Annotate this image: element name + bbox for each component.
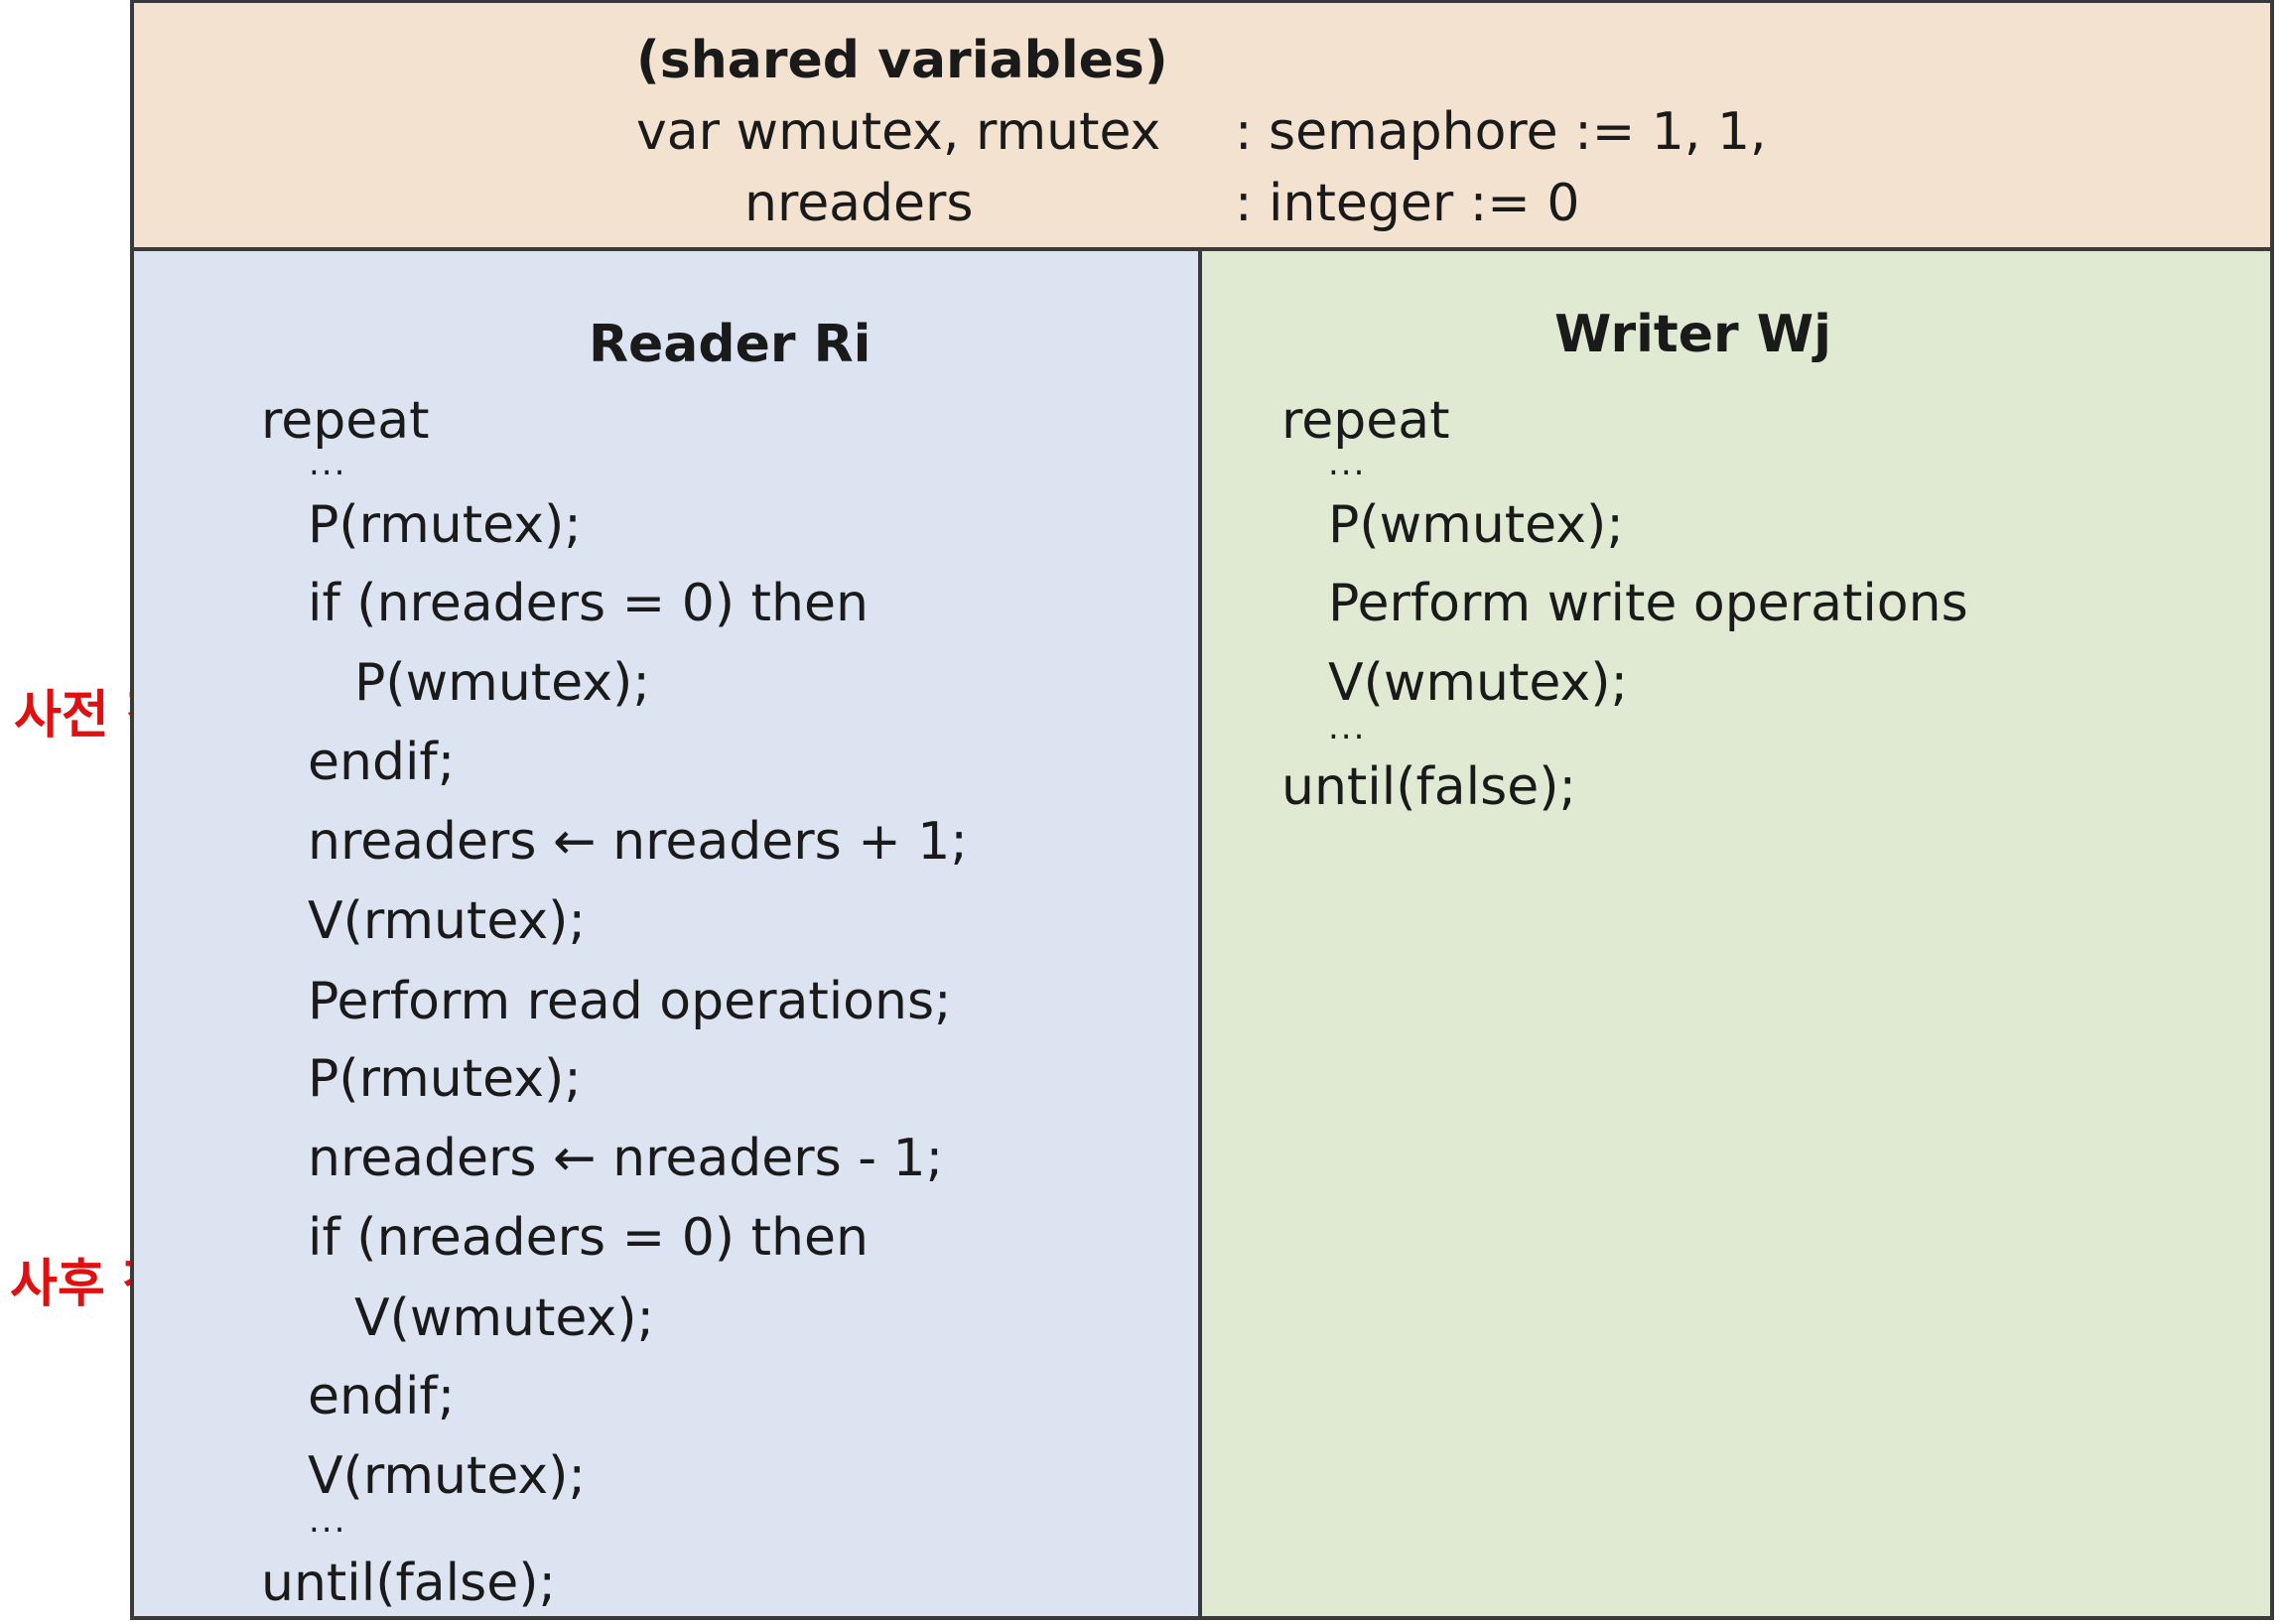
reader-line-if: if (nreaders = 0) then xyxy=(308,574,869,633)
writer-line-until: until(false); xyxy=(1281,757,1576,817)
reader-line-decrement: nreaders ← nreaders - 1; xyxy=(308,1129,944,1188)
shared-var-semaphores-type: : semaphore := 1, 1, xyxy=(1235,102,1767,162)
shared-variables-panel: (shared variables) var wmutex, rmutex : … xyxy=(134,3,2270,251)
writer-line-p-wmutex: P(wmutex); xyxy=(1328,495,1624,555)
writer-line-write: Perform write operations xyxy=(1328,574,1968,633)
reader-line-increment: nreaders ← nreaders + 1; xyxy=(308,812,968,872)
reader-line-p-rmutex-2: P(rmutex); xyxy=(308,1049,582,1109)
writer-line-v-wmutex: V(wmutex); xyxy=(1328,653,1629,713)
reader-ellipsis-top: ... xyxy=(309,444,347,483)
diagram-frame: (shared variables) var wmutex, rmutex : … xyxy=(130,0,2274,1620)
shared-variables-heading: (shared variables) xyxy=(636,31,1168,90)
reader-line-read: Perform read operations; xyxy=(308,972,952,1031)
reader-ellipsis-bottom: ... xyxy=(309,1501,347,1541)
reader-line-repeat: repeat xyxy=(261,391,430,451)
reader-line-v-rmutex-2: V(rmutex); xyxy=(308,1446,586,1506)
reader-panel: Reader Ri repeat ... P(rmutex); if (nrea… xyxy=(134,251,1202,1616)
reader-line-if-2: if (nreaders = 0) then xyxy=(308,1208,869,1268)
reader-line-v-rmutex: V(rmutex); xyxy=(308,891,586,951)
writer-ellipsis-bottom: ... xyxy=(1328,708,1367,747)
writer-title: Writer Wj xyxy=(1554,305,1831,364)
writer-panel: Writer Wj repeat ... P(wmutex); Perform … xyxy=(1202,251,2270,1616)
reader-line-endif: endif; xyxy=(308,733,456,792)
reader-line-endif-2: endif; xyxy=(308,1367,456,1426)
writer-line-repeat: repeat xyxy=(1281,391,1450,451)
reader-title: Reader Ri xyxy=(589,315,872,374)
reader-line-v-wmutex: V(wmutex); xyxy=(354,1288,655,1348)
reader-line-until: until(false); xyxy=(261,1554,556,1613)
reader-line-p-wmutex: P(wmutex); xyxy=(354,653,650,713)
writer-ellipsis-top: ... xyxy=(1328,444,1367,483)
reader-line-p-rmutex: P(rmutex); xyxy=(308,495,582,555)
shared-var-semaphores: var wmutex, rmutex xyxy=(636,102,1161,162)
shared-var-nreaders-type: : integer := 0 xyxy=(1235,174,1580,233)
shared-var-nreaders: nreaders xyxy=(744,174,974,233)
